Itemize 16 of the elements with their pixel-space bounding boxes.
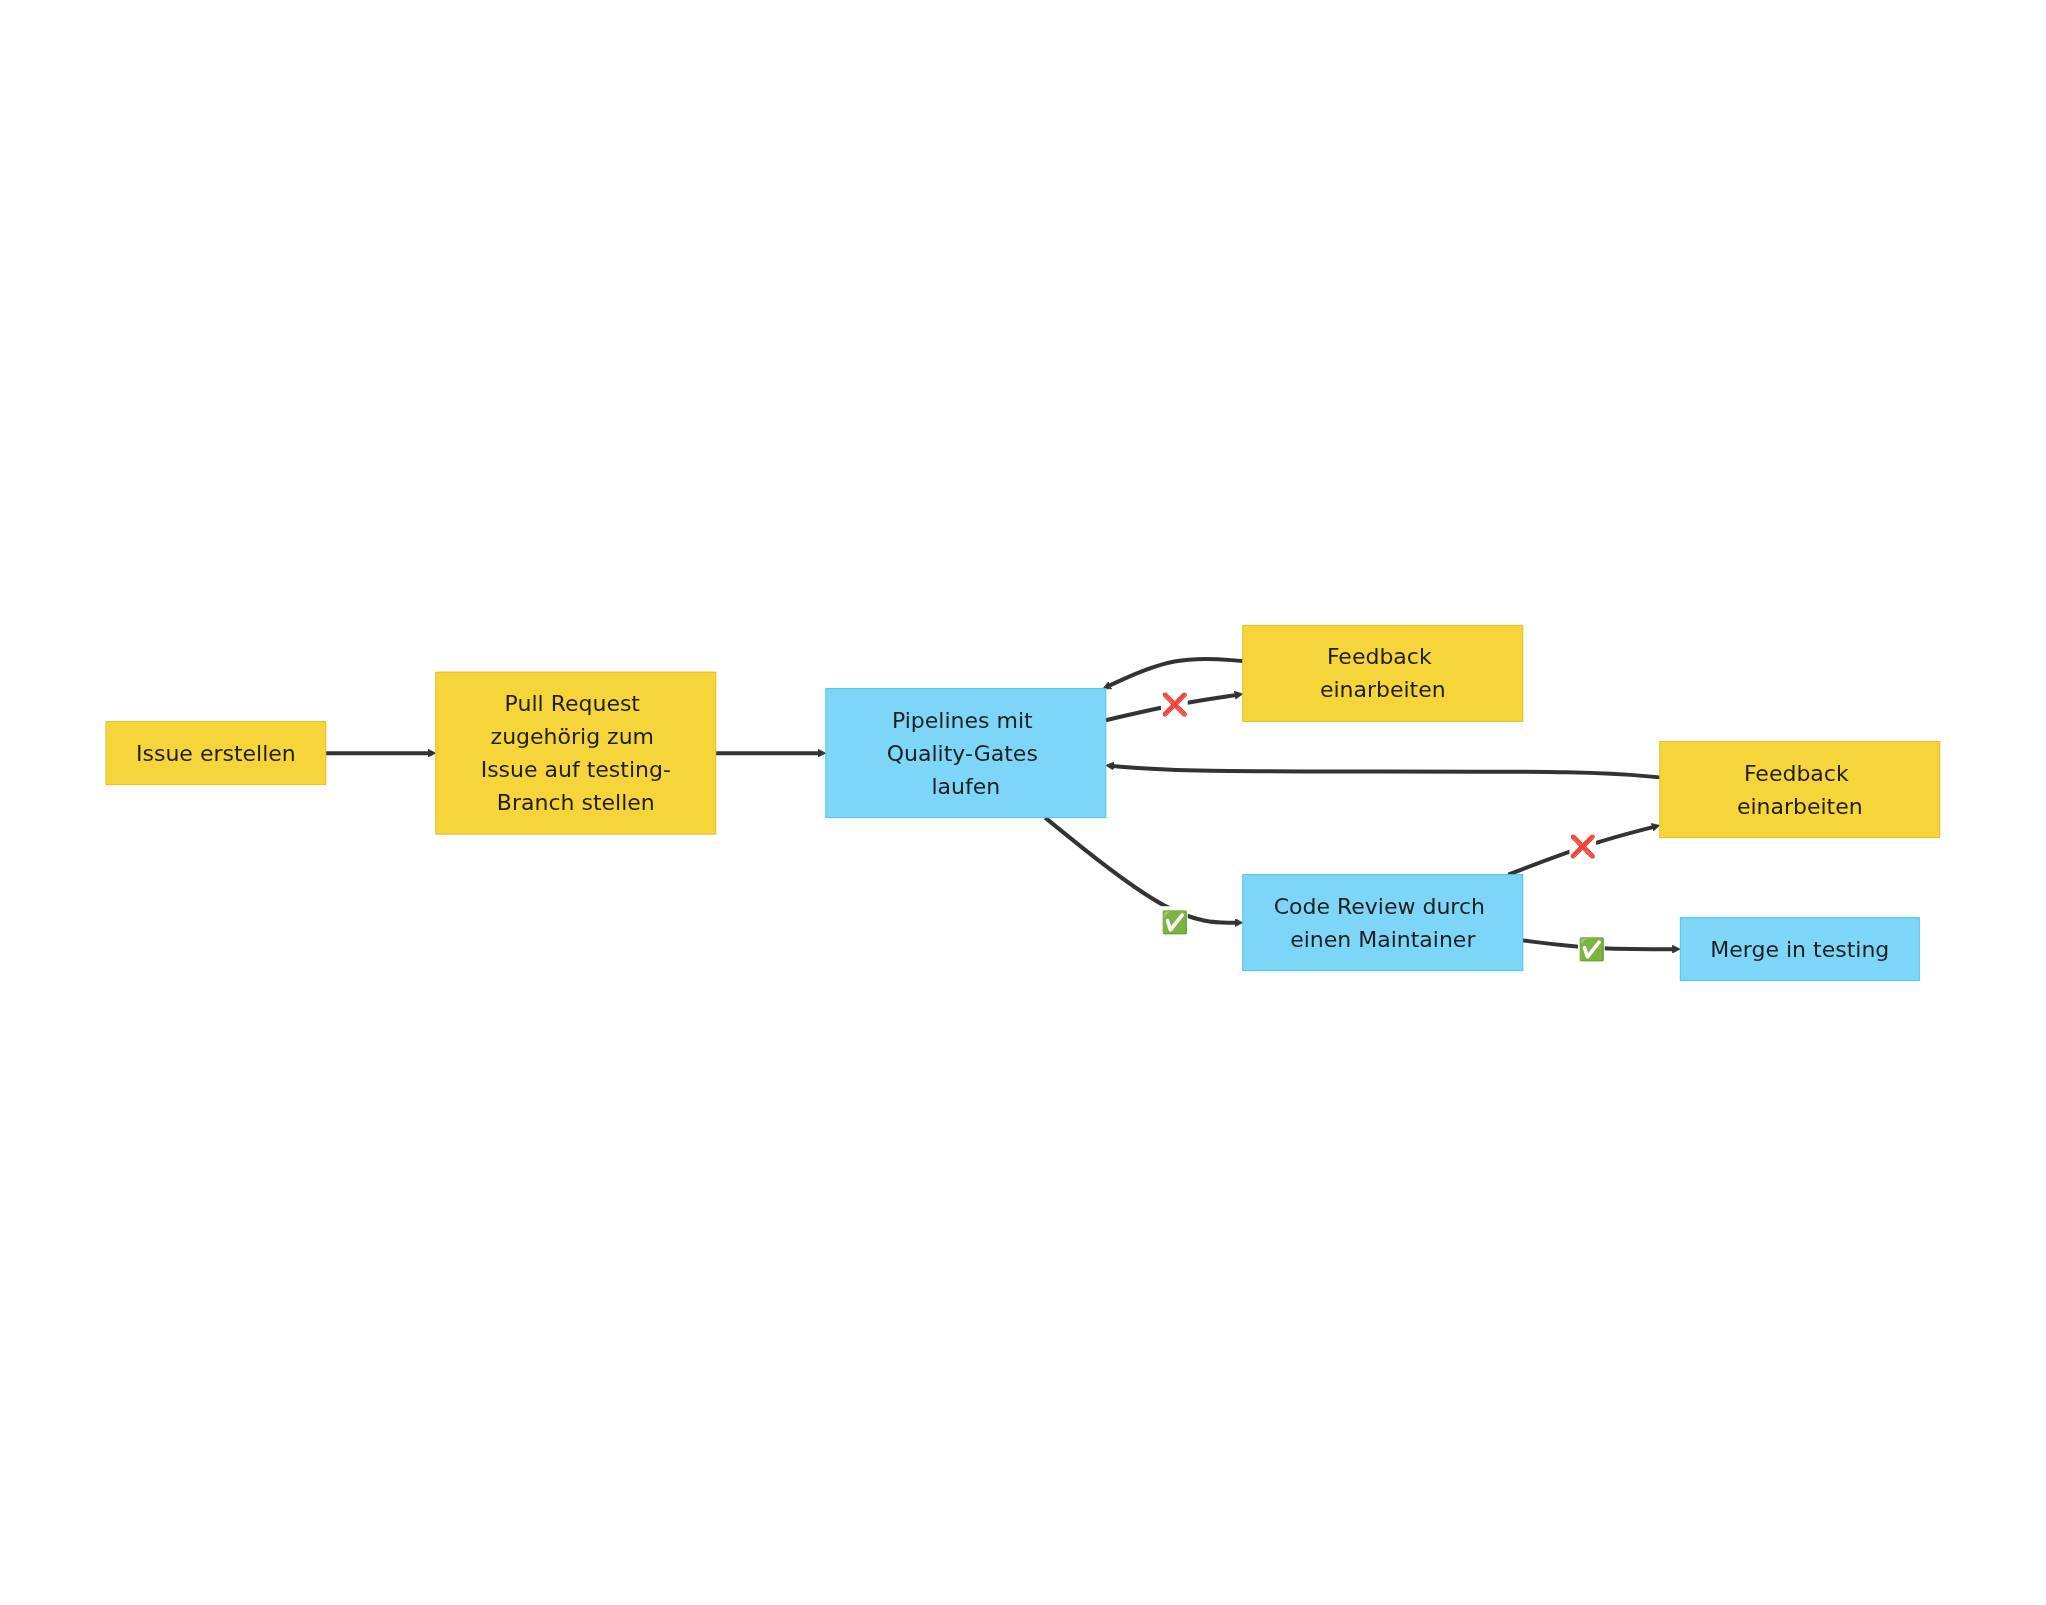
node-box: Pipelines mit Quality-Gates laufen xyxy=(825,687,1107,818)
edge-label: ✅ xyxy=(1577,936,1605,962)
edge-label: ❌ xyxy=(1569,833,1597,859)
node-box: Merge in testing xyxy=(1679,916,1920,981)
arrow xyxy=(1105,761,1661,779)
arrow xyxy=(715,748,827,758)
node-box: Pull Request zugehörig zum Issue auf testing-Branch stellen xyxy=(435,671,717,835)
node-box: Feedback einarbeiten xyxy=(1659,740,1941,838)
arrow xyxy=(1507,822,1661,876)
node-box: Feedback einarbeiten xyxy=(1242,624,1524,722)
node-box: Code Review durch einen Maintainer xyxy=(1242,873,1524,971)
node-box: Issue erstellen xyxy=(105,720,327,785)
arrow xyxy=(1102,656,1244,689)
edge-label: ✅ xyxy=(1160,909,1188,935)
edge-label: ❌ xyxy=(1160,691,1188,717)
arrow xyxy=(325,748,437,758)
